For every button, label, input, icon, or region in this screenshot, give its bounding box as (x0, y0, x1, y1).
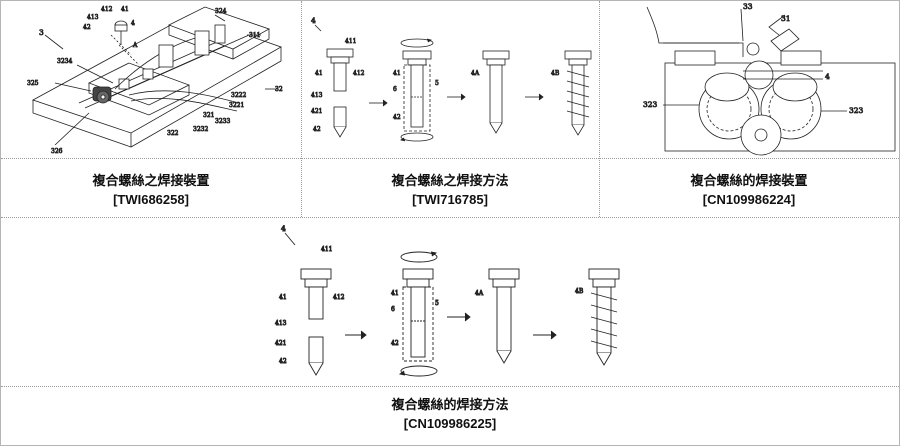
svg-text:412: 412 (353, 70, 365, 77)
svg-text:3: 3 (39, 28, 44, 37)
row-divider (1, 386, 899, 387)
figure-welding-device-gears: 33 31 4 (603, 1, 897, 157)
column-divider (301, 1, 302, 217)
svg-text:6: 6 (393, 86, 397, 93)
svg-text:4: 4 (131, 20, 135, 27)
patent-title: 複合螺絲的焊接方法 (391, 398, 509, 413)
svg-text:42: 42 (391, 340, 399, 347)
svg-text:4A: 4A (471, 70, 480, 77)
svg-text:323: 323 (849, 106, 864, 115)
svg-text:324: 324 (215, 8, 227, 15)
svg-text:42: 42 (393, 114, 401, 121)
svg-text:41: 41 (121, 6, 129, 13)
svg-text:41: 41 (279, 294, 287, 301)
caption-4: 複合螺絲的焊接方法 [CN109986225] (1, 397, 899, 432)
svg-text:4B: 4B (551, 70, 560, 77)
figure-welding-method-small: 4 411 41 412 413 421 42 41 6 42 5 (305, 5, 597, 157)
caption-3: 複合螺絲的焊接裝置 [CN109986224] (599, 173, 899, 208)
svg-text:3234: 3234 (57, 58, 72, 65)
svg-text:4: 4 (825, 72, 830, 81)
svg-text:6: 6 (391, 306, 395, 313)
svg-text:3221: 3221 (229, 102, 244, 109)
svg-text:412: 412 (333, 294, 345, 301)
row-divider (1, 158, 899, 159)
svg-text:411: 411 (345, 38, 356, 45)
svg-text:33: 33 (743, 2, 753, 11)
svg-text:5: 5 (435, 80, 439, 87)
svg-text:323: 323 (643, 100, 658, 109)
patent-title: 複合螺絲之焊接裝置 (92, 174, 210, 189)
patent-number: [CN109986224] (702, 192, 796, 207)
svg-text:413: 413 (87, 14, 99, 21)
svg-text:4B: 4B (575, 288, 584, 295)
patent-title: 複合螺絲之焊接方法 (391, 174, 509, 189)
svg-text:5: 5 (435, 300, 439, 307)
svg-text:412: 412 (101, 6, 113, 13)
svg-text:31: 31 (781, 14, 791, 23)
svg-text:3222: 3222 (231, 92, 246, 99)
svg-text:42: 42 (279, 358, 287, 365)
svg-text:326: 326 (51, 148, 63, 155)
svg-text:321: 321 (203, 112, 214, 119)
figure-welding-device-isometric: 3 412 41 4 413 42 324 A 311 3234 325 322… (19, 5, 289, 157)
svg-text:A: A (132, 42, 138, 49)
caption-1: 複合螺絲之焊接裝置 [TWI686258] (1, 173, 301, 208)
row-divider (1, 217, 899, 218)
svg-text:4: 4 (311, 16, 316, 25)
patent-number: [CN109986225] (403, 416, 497, 431)
svg-text:3233: 3233 (215, 118, 230, 125)
svg-text:421: 421 (311, 108, 322, 115)
svg-text:322: 322 (167, 130, 179, 137)
svg-text:42: 42 (83, 24, 91, 31)
svg-text:413: 413 (275, 320, 287, 327)
svg-text:41: 41 (315, 70, 323, 77)
svg-text:41: 41 (393, 70, 401, 77)
svg-text:325: 325 (27, 80, 39, 87)
svg-text:4: 4 (281, 224, 286, 233)
svg-text:411: 411 (321, 246, 332, 253)
svg-text:311: 311 (249, 32, 260, 39)
caption-2: 複合螺絲之焊接方法 [TWI716785] (301, 173, 599, 208)
svg-text:413: 413 (311, 92, 323, 99)
svg-text:4A: 4A (475, 290, 484, 297)
svg-text:42: 42 (313, 126, 321, 133)
svg-text:3232: 3232 (193, 126, 208, 133)
figure-welding-method-large: 4 411 41 412 413 421 42 41 6 (271, 221, 651, 385)
patent-number: [TWI716785] (412, 192, 488, 207)
column-divider (599, 1, 600, 217)
patent-number: [TWI686258] (113, 192, 189, 207)
svg-text:32: 32 (275, 86, 283, 93)
patent-title: 複合螺絲的焊接裝置 (690, 174, 808, 189)
svg-text:421: 421 (275, 340, 286, 347)
svg-text:41: 41 (391, 290, 399, 297)
